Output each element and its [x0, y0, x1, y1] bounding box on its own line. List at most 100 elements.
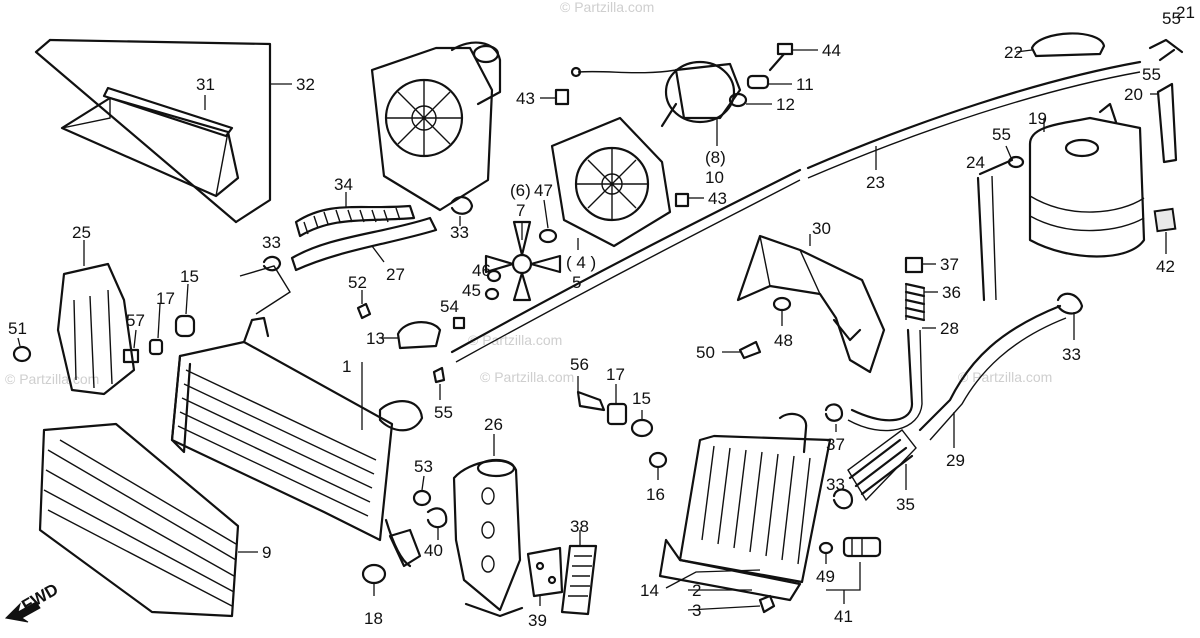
- plate-39: [526, 546, 564, 598]
- label-42: 42: [1156, 257, 1175, 276]
- label-33: 33: [450, 223, 469, 242]
- label-21: 21: [1176, 3, 1195, 22]
- label-35: 35: [896, 495, 915, 514]
- label-26: 26: [484, 415, 503, 434]
- tank-hose: [978, 158, 1014, 176]
- clip-55: [1007, 155, 1025, 169]
- label-31: 31: [196, 75, 215, 94]
- label-34: 34: [334, 175, 353, 194]
- grommet-12: [728, 92, 748, 108]
- clip-55: [432, 366, 446, 384]
- label-25: 25: [72, 223, 91, 242]
- label-5: 5: [572, 273, 581, 292]
- label-52: 52: [348, 273, 367, 292]
- filter-38: [560, 544, 598, 616]
- label-10: 10: [705, 168, 724, 187]
- spring-36: [904, 282, 926, 322]
- label-22: 22: [1004, 43, 1023, 62]
- label-16: 16: [646, 485, 665, 504]
- label-37: 37: [940, 255, 959, 274]
- label-54: 54: [440, 297, 459, 316]
- label-53: 53: [414, 457, 433, 476]
- hose-28: [850, 328, 914, 422]
- label-17: 17: [606, 365, 625, 384]
- collar-17: [148, 338, 164, 356]
- nut-54: [452, 316, 466, 330]
- label-15: 15: [632, 389, 651, 408]
- reserve-tank: [1028, 102, 1146, 258]
- label-43: 43: [516, 89, 535, 108]
- label-55: 55: [1142, 65, 1161, 84]
- reservoir-cap: [1030, 32, 1106, 58]
- grommet-16: [648, 451, 668, 469]
- label-14: 14: [640, 581, 659, 600]
- label-50: 50: [696, 343, 715, 362]
- label-30: 30: [812, 219, 831, 238]
- radiator-cap: [396, 321, 442, 350]
- thermo-switch-41: [842, 536, 882, 558]
- nut-51: [12, 345, 32, 363]
- label-8: (8): [705, 148, 726, 167]
- label-45: 45: [462, 281, 481, 300]
- label-44: 44: [822, 41, 841, 60]
- clamp-37: [904, 256, 924, 274]
- watermark: © Partzilla.com: [5, 371, 99, 387]
- bolt-43: [674, 192, 690, 208]
- hose-clamp-33: [262, 255, 282, 272]
- hose-29: [918, 304, 1062, 432]
- watermark: © Partzilla.com: [958, 369, 1052, 385]
- air-duct-26: [452, 458, 524, 618]
- label-24: 24: [966, 153, 985, 172]
- hose-clamp-33: [1056, 292, 1084, 315]
- radiator-bracket: [736, 234, 886, 374]
- label-55: 55: [1162, 9, 1181, 28]
- washer-45: [484, 287, 500, 301]
- bolt-43: [554, 88, 570, 106]
- collar-11: [746, 74, 770, 90]
- label-19: 19: [1028, 109, 1047, 128]
- filler-tube: [1156, 82, 1178, 164]
- label-46: 46: [472, 261, 491, 280]
- label-41: 41: [834, 607, 853, 626]
- label-17: 17: [156, 289, 175, 308]
- nut-53: [412, 489, 432, 507]
- label-6: (6): [510, 181, 531, 200]
- upper-hose-34: [294, 204, 416, 238]
- left-radiator: [170, 316, 424, 568]
- watermark: © Partzilla.com: [480, 369, 574, 385]
- label-47: 47: [534, 181, 553, 200]
- forward-direction-arrow: FWD: [4, 580, 62, 623]
- grommet-15: [630, 418, 654, 438]
- clamp-40: [426, 507, 448, 529]
- label-51: 51: [8, 319, 27, 338]
- fan-blade: [484, 220, 562, 302]
- clip-21: [1148, 38, 1184, 62]
- label-28: 28: [940, 319, 959, 338]
- label-33: 33: [1062, 345, 1081, 364]
- label-55: 55: [434, 403, 453, 422]
- watermark: © Partzilla.com: [468, 332, 562, 348]
- label-7: 7: [516, 201, 525, 220]
- label-56: 56: [570, 355, 589, 374]
- drain-bolt-3: [758, 594, 776, 614]
- nut-46: [486, 269, 502, 283]
- washer-47: [538, 228, 558, 244]
- fan-housing-upper: [370, 41, 502, 212]
- hose-clamp-33: [832, 488, 854, 510]
- label-23: 23: [866, 173, 885, 192]
- label-48: 48: [774, 331, 793, 350]
- bolt-50: [738, 340, 762, 360]
- hose-clamp-33: [450, 196, 474, 215]
- label-18: 18: [364, 609, 383, 628]
- hose-spring-35: [847, 429, 917, 502]
- fan-shroud-lower: [550, 116, 672, 248]
- fwd-label: FWD: [19, 580, 62, 616]
- label-3: 3: [692, 601, 701, 620]
- label-49: 49: [816, 567, 835, 586]
- right-radiator: [658, 412, 832, 602]
- label-2: 2: [692, 581, 701, 600]
- bolt-52: [356, 302, 372, 320]
- grommet-15: [174, 314, 196, 338]
- radiator-grille-9: [38, 422, 240, 618]
